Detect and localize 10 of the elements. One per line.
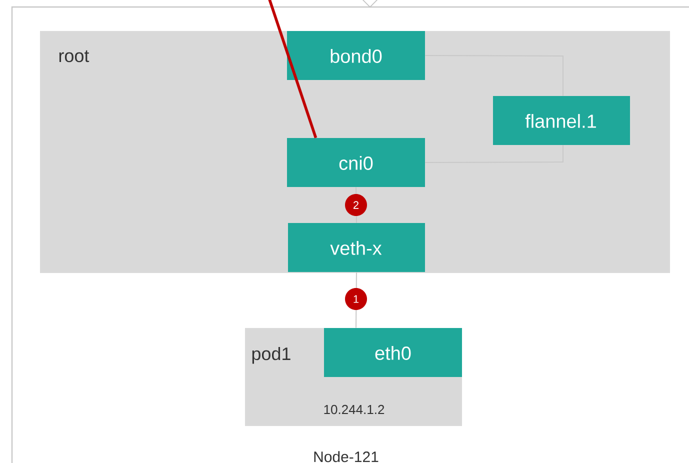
interface-box: bond0 xyxy=(287,31,425,80)
connector-line xyxy=(266,0,318,138)
callout-number: 1 xyxy=(345,288,367,310)
interface-box: cni0 xyxy=(287,138,425,187)
interface-box: eth0 xyxy=(324,328,462,377)
connector-line xyxy=(424,144,564,163)
callout-number: 2 xyxy=(345,194,367,216)
connector-line xyxy=(424,55,564,96)
interface-box: veth-x xyxy=(288,223,425,272)
interface-box: flannel.1 xyxy=(493,96,630,145)
